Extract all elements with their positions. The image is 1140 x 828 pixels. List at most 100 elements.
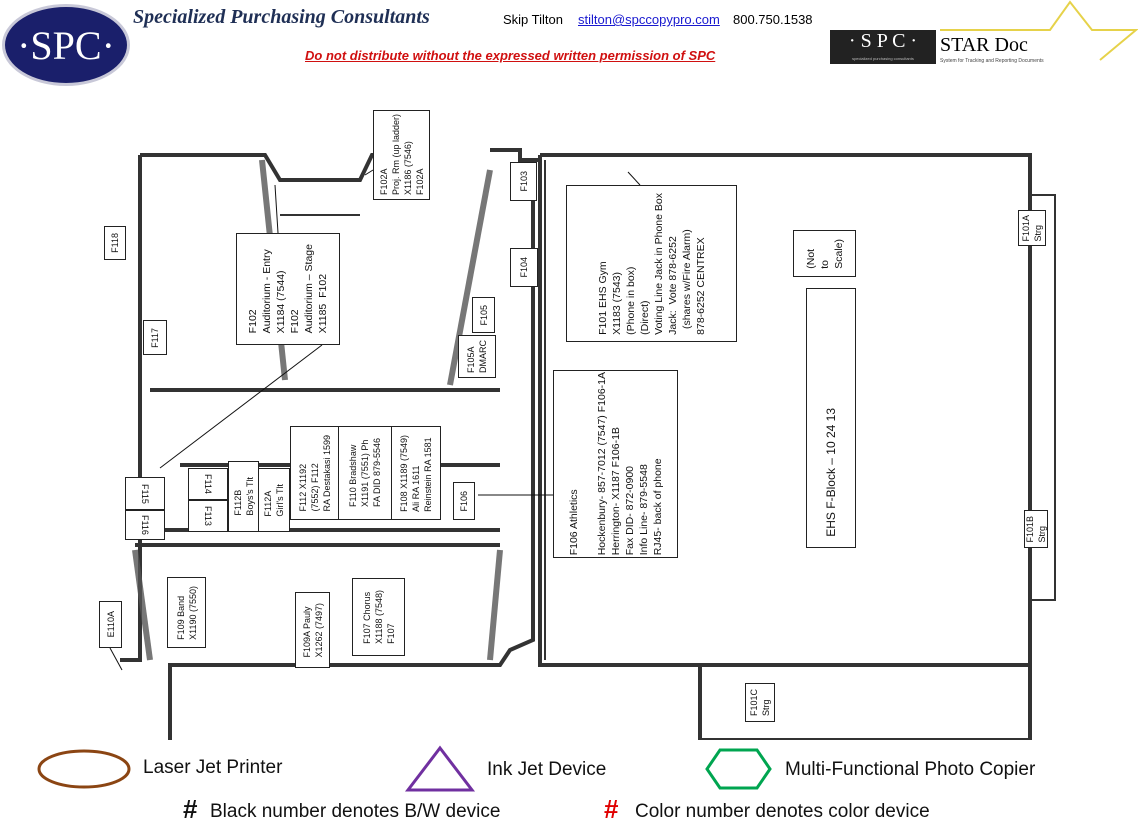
label-line: 878-6252 CENTREX xyxy=(694,236,707,335)
label-line: Jack: Vote 878-6252 xyxy=(666,235,679,335)
company-name: Specialized Purchasing Consultants xyxy=(133,6,430,28)
label-line: (shares w/Fire Alarm) xyxy=(680,228,693,335)
room-f103-label: F103 xyxy=(510,162,537,201)
room-f115-label: F115 xyxy=(125,477,165,510)
label-line: Voting Line Jack in Phone Box xyxy=(652,192,665,335)
legend-laser-printer: Laser Jet Printer xyxy=(143,757,283,778)
label-line: X1183 (7543) xyxy=(610,271,623,335)
label-line: X1262 (7497) xyxy=(313,602,324,658)
contact-name: Skip Tilton xyxy=(503,12,563,27)
star-doc-spc: · S P C · xyxy=(830,30,936,64)
label-line: F106 Athletics xyxy=(567,489,580,556)
room-f117-label: F117 xyxy=(143,320,167,355)
legend-shapes xyxy=(37,745,772,792)
legend-color: Color number denotes color device xyxy=(635,801,930,822)
label-line: Hockenbury- 857-7012 (7547) F106-1A xyxy=(595,372,608,556)
room-f113-label: F113 xyxy=(188,500,228,532)
label-line: RA Destakasi 1599 xyxy=(321,434,332,512)
label-line xyxy=(581,372,595,555)
star-doc-spc-sub: specialized purchasing consultants xyxy=(852,56,914,61)
room-f114-label: F114 xyxy=(188,468,228,500)
star-doc-sub: System for Tracking and Reporting Docume… xyxy=(940,58,1044,64)
label-line: F110 Bradshaw xyxy=(348,445,358,508)
black-hash-icon: # xyxy=(183,794,198,824)
legend-inkjet: Ink Jet Device xyxy=(487,759,607,780)
label-line: F112A xyxy=(263,490,273,517)
contact-email[interactable]: stilton@spccopypro.com xyxy=(578,12,720,27)
label-line: FA DID 879-5546 xyxy=(372,438,382,508)
room-f104-label: F104 xyxy=(510,248,538,287)
label-line: (Phone in box) xyxy=(624,266,637,335)
label-line: X1191 (7551) Ph xyxy=(360,440,370,508)
label-line: F105A xyxy=(466,346,476,373)
label-line: F112B xyxy=(232,489,243,516)
room-f118-label: F118 xyxy=(104,226,126,260)
label-line: Strg xyxy=(1037,525,1047,543)
red-hash-icon: # xyxy=(604,794,619,824)
label-line: Fax DID- 872-0900 xyxy=(623,466,636,556)
label-line: F101B xyxy=(1025,515,1035,543)
label-line: to xyxy=(818,259,831,269)
label-line: X1184 (7544) xyxy=(275,270,287,334)
label-line: F109 Band xyxy=(175,595,186,640)
label-line: Herrington- X1187 F106-1B xyxy=(609,427,622,556)
label-line: Ali RA 1611 xyxy=(411,465,421,512)
label-line: Girl's Tlt xyxy=(275,483,285,517)
label-line: F102A xyxy=(414,168,425,196)
label-line: (Not xyxy=(804,248,817,269)
label-line: F112 X1192 xyxy=(297,463,308,512)
star-doc-title: STAR Doc xyxy=(940,34,1028,56)
label-line: DMARC xyxy=(478,340,488,373)
contact-phone: 800.750.1538 xyxy=(733,12,813,27)
legend-bw: Black number denotes B/W device xyxy=(210,801,501,822)
label-line: F101A xyxy=(1021,214,1031,242)
label-line: F102 xyxy=(289,309,301,334)
star-outline-icon xyxy=(940,0,1138,61)
floor-plan-walls xyxy=(109,148,1056,740)
logo-text: SPC xyxy=(30,22,102,68)
label-line: Info Line- 879-5548 xyxy=(637,464,650,556)
room-f106-label: F106 xyxy=(453,482,475,520)
laser-printer-circle-icon xyxy=(37,749,131,789)
label-line: X1186 (7546) xyxy=(402,141,413,196)
room-f116-label: F116 xyxy=(125,510,165,540)
label-line: X1188 (7548) xyxy=(373,590,384,644)
star-doc-logo: · S P C · specialized purchasing consult… xyxy=(830,0,1138,72)
label-line: Auditorium – Stage xyxy=(303,244,315,334)
block-title: EHS F-Block – 10 24 13 xyxy=(806,288,856,548)
room-athletics-label: F106 Athletics Hockenbury- 857-7012 (754… xyxy=(553,370,678,558)
label-line: RJ45- back of phone xyxy=(651,458,664,556)
label-line: Strg xyxy=(1033,224,1043,242)
label-line: Reinstein RA 1581 xyxy=(423,436,433,512)
distribution-warning: Do not distribute without the expressed … xyxy=(305,48,716,63)
label-line: (Direct) xyxy=(638,300,651,335)
label-line: F101 EHS Gym xyxy=(596,260,609,335)
label-line: F107 xyxy=(385,623,396,644)
inkjet-triangle-icon xyxy=(404,745,476,792)
label-line: F101C xyxy=(749,688,759,716)
label-line: X1185 F102 xyxy=(317,274,329,334)
label-line: F102A xyxy=(378,168,389,196)
label-line: F109A Pauly xyxy=(301,606,312,658)
label-line: F108 X1189 (7549) xyxy=(399,434,409,512)
label-line: Strg xyxy=(761,699,771,716)
label-line: X1190 (7550) xyxy=(187,585,198,640)
label-line: Scale) xyxy=(832,238,845,269)
legend-mfp: Multi-Functional Photo Copier xyxy=(785,759,1036,780)
mfp-hexagon-icon xyxy=(705,748,772,790)
